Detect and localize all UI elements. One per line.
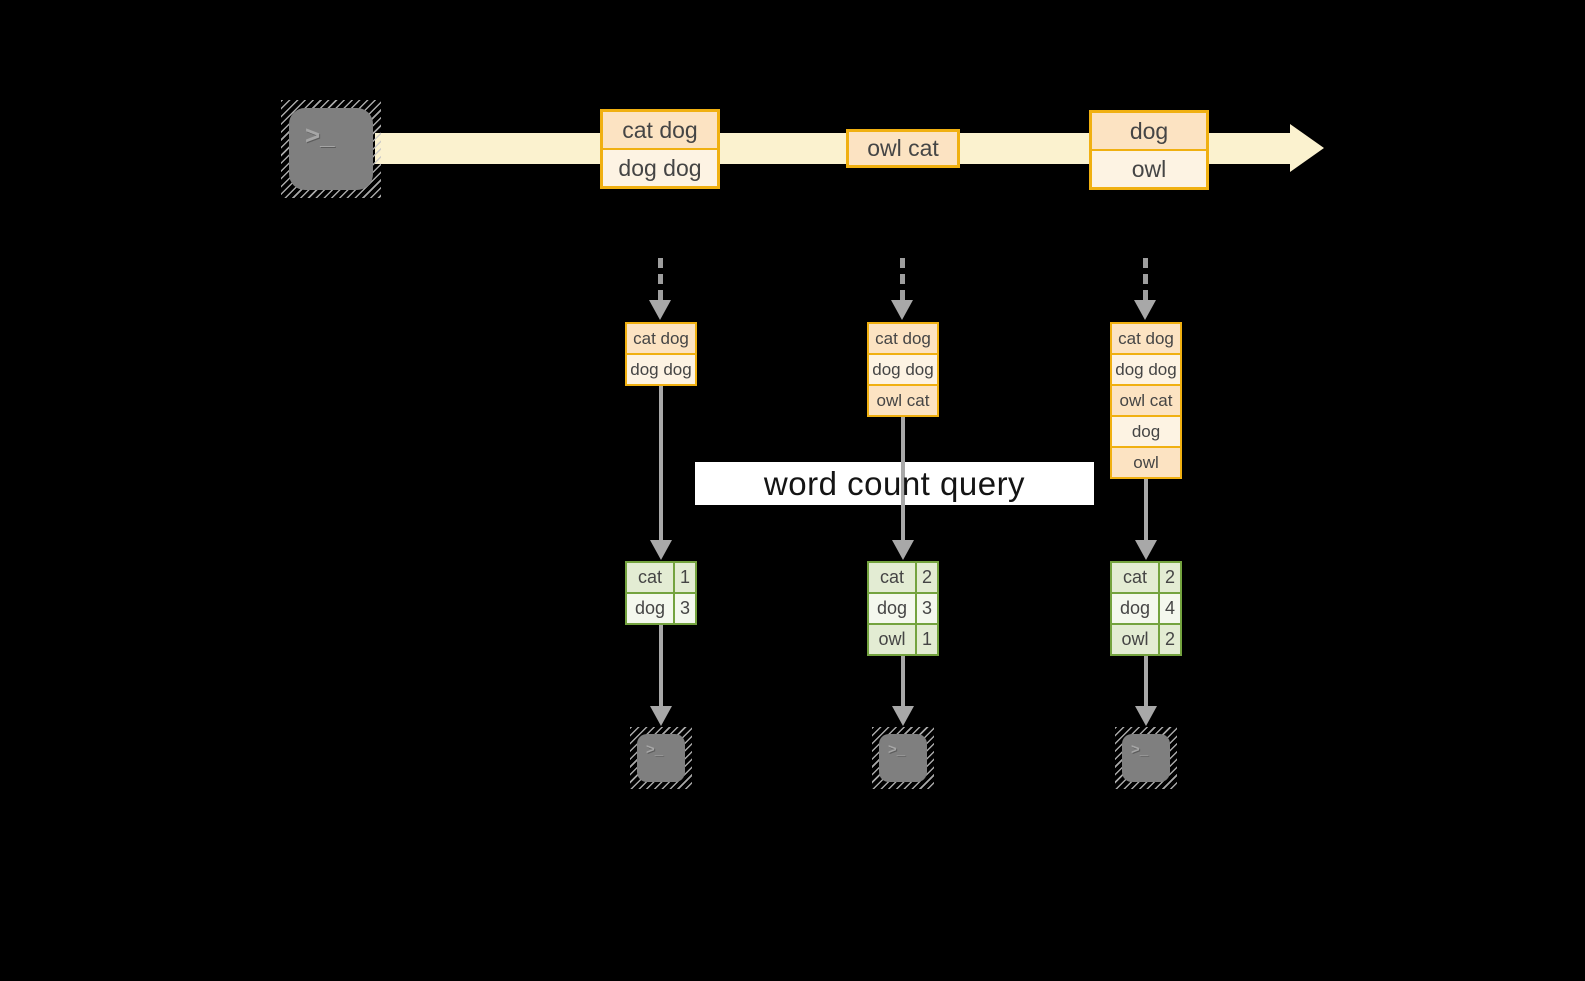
stream-arrowhead-icon xyxy=(1290,124,1324,172)
stream-event-box: owl cat xyxy=(846,129,960,168)
connector-arrowhead-icon xyxy=(650,540,672,560)
terminal-sink-icon: >_ xyxy=(872,727,934,789)
stream-record: dog dog xyxy=(603,150,717,186)
ingest-arrowhead-icon xyxy=(649,300,671,320)
batch-record: dog dog xyxy=(869,355,937,384)
connector-line xyxy=(1144,479,1148,540)
count-cell: 2 xyxy=(917,563,937,592)
batch-record: owl cat xyxy=(1112,386,1180,415)
word-count-table: cat 2 dog 3 owl 1 xyxy=(867,561,939,656)
stream-event-box: dog owl xyxy=(1089,110,1209,190)
connector-arrowhead-icon xyxy=(1135,540,1157,560)
connector-line xyxy=(901,656,905,706)
terminal-prompt-icon: >_ xyxy=(289,108,373,190)
count-cell: 3 xyxy=(917,594,937,623)
count-cell: 2 xyxy=(1160,625,1180,654)
connector-line xyxy=(901,417,905,540)
batch-record: cat dog xyxy=(869,324,937,353)
ingest-dashed-line xyxy=(900,258,905,300)
stream-record: dog xyxy=(1092,113,1206,149)
connector-arrowhead-icon xyxy=(892,540,914,560)
word-cell: dog xyxy=(1112,594,1158,623)
terminal-sink-icon: >_ xyxy=(1115,727,1177,789)
ingest-arrowhead-icon xyxy=(1134,300,1156,320)
count-cell: 3 xyxy=(675,594,695,623)
terminal-sink-icon: >_ xyxy=(630,727,692,789)
stream-record: cat dog xyxy=(603,112,717,148)
batch-record: owl cat xyxy=(869,386,937,415)
query-label-box xyxy=(695,462,1094,505)
batch-record: cat dog xyxy=(1112,324,1180,353)
word-cell: cat xyxy=(1112,563,1158,592)
micro-batch-stack: cat dog dog dog owl cat xyxy=(867,322,939,417)
count-cell: 2 xyxy=(1160,563,1180,592)
ingest-dashed-line xyxy=(1143,258,1148,300)
micro-batch-stack: cat dog dog dog owl cat dog owl xyxy=(1110,322,1182,479)
connector-arrowhead-icon xyxy=(650,706,672,726)
batch-record: cat dog xyxy=(627,324,695,353)
word-cell: cat xyxy=(869,563,915,592)
stream-record: owl xyxy=(1092,151,1206,187)
word-cell: dog xyxy=(869,594,915,623)
count-cell: 4 xyxy=(1160,594,1180,623)
ingest-dashed-line xyxy=(658,258,663,300)
terminal-prompt-icon: >_ xyxy=(1122,734,1170,782)
query-label: word count query xyxy=(763,464,1026,502)
stream-event-box: cat dog dog dog xyxy=(600,109,720,189)
connector-line xyxy=(1144,656,1148,706)
stream-record: owl cat xyxy=(849,132,957,165)
word-count-table: cat 2 dog 4 owl 2 xyxy=(1110,561,1182,656)
batch-record: dog xyxy=(1112,417,1180,446)
terminal-source-icon: >_ xyxy=(281,100,381,198)
batch-record: dog dog xyxy=(627,355,695,384)
word-cell: owl xyxy=(1112,625,1158,654)
ingest-arrowhead-icon xyxy=(891,300,913,320)
batch-record: dog dog xyxy=(1112,355,1180,384)
count-cell: 1 xyxy=(917,625,937,654)
micro-batch-stack: cat dog dog dog xyxy=(625,322,697,386)
connector-arrowhead-icon xyxy=(892,706,914,726)
terminal-prompt-icon: >_ xyxy=(879,734,927,782)
word-cell: cat xyxy=(627,563,673,592)
word-cell: dog xyxy=(627,594,673,623)
word-cell: owl xyxy=(869,625,915,654)
connector-line xyxy=(659,386,663,540)
word-count-table: cat 1 dog 3 xyxy=(625,561,697,625)
connector-line xyxy=(659,625,663,706)
batch-record: owl xyxy=(1112,448,1180,477)
count-cell: 1 xyxy=(675,563,695,592)
terminal-prompt-icon: >_ xyxy=(637,734,685,782)
connector-arrowhead-icon xyxy=(1135,706,1157,726)
